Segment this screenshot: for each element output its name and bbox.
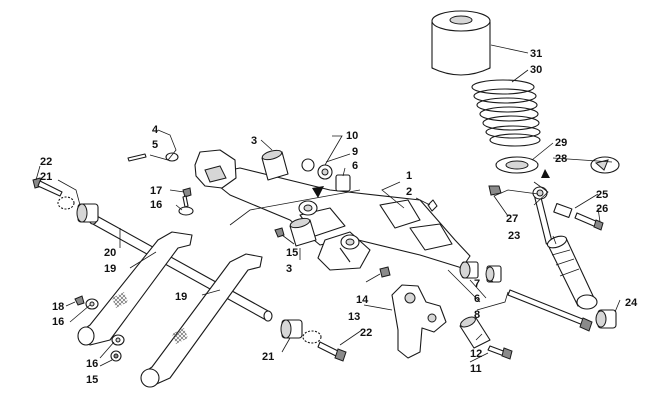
coil-spring bbox=[471, 79, 541, 147]
callout-21-right: 21 bbox=[262, 351, 274, 363]
callout-8: 8 bbox=[474, 309, 480, 321]
callout-3-lower: 3 bbox=[286, 263, 292, 275]
callout-13: 13 bbox=[348, 311, 360, 323]
pivot-bushing-upper bbox=[261, 149, 289, 181]
shock-bushing bbox=[595, 309, 617, 329]
callout-14: 14 bbox=[356, 294, 369, 306]
callout-15-bottom: 15 bbox=[86, 374, 98, 386]
shock-upper-hardware bbox=[488, 169, 604, 231]
callout-31: 31 bbox=[530, 48, 542, 60]
shock-boot bbox=[431, 10, 491, 76]
callout-23: 23 bbox=[508, 230, 520, 242]
shaft-bolt-left bbox=[32, 177, 63, 197]
spring-seat bbox=[495, 156, 539, 174]
callout-17: 17 bbox=[150, 185, 162, 197]
callout-22-right: 22 bbox=[360, 327, 372, 339]
swing-arm bbox=[204, 167, 471, 271]
grease-fitting bbox=[427, 199, 438, 212]
callout-1: 1 bbox=[406, 170, 412, 182]
mounting-bracket bbox=[379, 266, 447, 359]
callout-4: 4 bbox=[152, 124, 159, 136]
callout-16-left: 16 bbox=[52, 316, 64, 328]
spring-retainer bbox=[590, 156, 620, 174]
callout-2: 2 bbox=[406, 186, 412, 198]
callout-12: 12 bbox=[470, 348, 482, 360]
spacer-and-bolt bbox=[459, 316, 513, 360]
shaft-bushing-left bbox=[57, 196, 99, 223]
callout-25: 25 bbox=[596, 189, 608, 201]
callout-27: 27 bbox=[506, 213, 518, 225]
arm-rear-bushing bbox=[459, 261, 502, 283]
callout-5: 5 bbox=[152, 139, 158, 151]
callout-16-bottom: 16 bbox=[86, 358, 98, 370]
callout-28: 28 bbox=[555, 153, 567, 165]
leader-lines bbox=[35, 44, 621, 367]
callout-18: 18 bbox=[52, 301, 64, 313]
callout-20: 20 bbox=[104, 247, 116, 259]
callout-7: 7 bbox=[474, 278, 480, 290]
arm-left-hardware bbox=[74, 295, 125, 362]
callout-22-left: 22 bbox=[40, 156, 52, 168]
callout-3-upper: 3 bbox=[251, 135, 257, 147]
front-arm-right bbox=[140, 253, 263, 388]
shaft-bolt-right bbox=[317, 341, 347, 362]
callout-19-right: 19 bbox=[175, 291, 187, 303]
front-arm-left bbox=[77, 231, 193, 346]
callout-16-top: 16 bbox=[150, 199, 162, 211]
callout-29: 29 bbox=[555, 137, 567, 149]
arm-top-hardware bbox=[178, 187, 285, 238]
arm-front-mount bbox=[194, 149, 237, 189]
callout-labels: 31 30 29 28 25 26 27 23 24 22 21 20 19 1… bbox=[40, 48, 638, 386]
callout-21-left: 21 bbox=[40, 171, 52, 183]
callout-26: 26 bbox=[596, 203, 608, 215]
callout-11: 11 bbox=[470, 363, 482, 375]
shaft-bushing-right bbox=[280, 319, 322, 344]
callout-24: 24 bbox=[625, 297, 638, 309]
callout-15-mid: 15 bbox=[286, 247, 298, 259]
callout-19-left: 19 bbox=[104, 263, 116, 275]
callout-10: 10 bbox=[346, 130, 358, 142]
pivot-bushing-lower bbox=[289, 217, 317, 247]
shock-absorber bbox=[532, 186, 598, 310]
callout-6-lower: 6 bbox=[474, 293, 480, 305]
callout-9: 9 bbox=[352, 146, 358, 158]
callout-30: 30 bbox=[530, 64, 542, 76]
callout-6-upper: 6 bbox=[352, 160, 358, 172]
shock-bolt bbox=[507, 289, 593, 332]
